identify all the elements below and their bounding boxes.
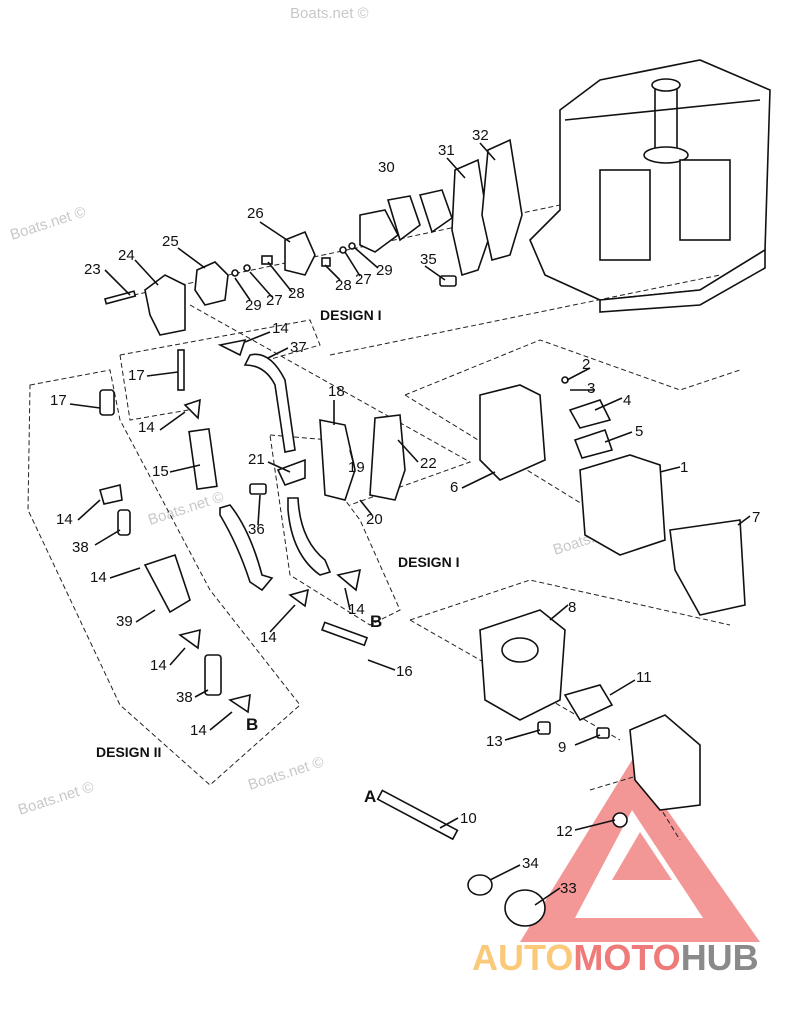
- design-labels: DESIGN I DESIGN I DESIGN II A B B: [96, 307, 459, 806]
- callout-17: 17: [128, 367, 145, 384]
- callout-35: 35: [420, 251, 437, 268]
- callout-9: 9: [558, 739, 566, 756]
- callout-7: 7: [752, 509, 760, 526]
- callout-34: 34: [522, 855, 539, 872]
- callout-21: 21: [248, 451, 265, 468]
- callout-32: 32: [472, 127, 489, 144]
- callout-38: 38: [176, 689, 193, 706]
- watermark: Boats.net ©: [16, 778, 96, 818]
- callout-31: 31: [438, 142, 455, 159]
- watermark: Boats.net ©: [8, 203, 88, 243]
- callout-12: 12: [556, 823, 573, 840]
- callout-1: 1: [680, 459, 688, 476]
- callout-36: 36: [248, 521, 265, 538]
- callout-5: 5: [635, 423, 643, 440]
- callout-38: 38: [72, 539, 89, 556]
- callout-14: 14: [260, 629, 277, 646]
- reference-letter-b: B: [370, 612, 382, 631]
- callout-30: 30: [378, 159, 395, 176]
- logo-text: AUTOMOTOHUB: [472, 937, 759, 978]
- automotohub-logo: [520, 760, 760, 942]
- callout-14: 14: [56, 511, 73, 528]
- callout-10: 10: [460, 810, 477, 827]
- reference-letter-a: A: [364, 787, 376, 806]
- callout-6: 6: [450, 479, 458, 496]
- callout-23: 23: [84, 261, 101, 278]
- callout-28: 28: [335, 277, 352, 294]
- design-ii-label: DESIGN II: [96, 744, 161, 760]
- callout-14: 14: [348, 601, 365, 618]
- parts: [99, 138, 746, 927]
- callout-29: 29: [376, 262, 393, 279]
- callout-17: 17: [50, 392, 67, 409]
- callout-11: 11: [636, 669, 652, 686]
- callout-27: 27: [355, 271, 372, 288]
- callout-14: 14: [138, 419, 155, 436]
- callout-26: 26: [247, 205, 264, 222]
- callout-18: 18: [328, 383, 345, 400]
- callout-19: 19: [348, 459, 365, 476]
- callout-2: 2: [582, 356, 590, 373]
- logo-inner-triangle-icon: [612, 832, 672, 880]
- callout-29: 29: [245, 297, 262, 314]
- leader-lines: [69, 142, 751, 906]
- callout-13: 13: [486, 733, 503, 750]
- callout-14: 14: [272, 320, 289, 337]
- callout-14: 14: [150, 657, 167, 674]
- watermark: Boats.net ©: [246, 753, 326, 793]
- callout-14: 14: [90, 569, 107, 586]
- watermark: Boats.net ©: [146, 488, 226, 528]
- callout-15: 15: [152, 463, 169, 480]
- watermark: Boats.net ©: [290, 5, 369, 22]
- callout-4: 4: [623, 392, 631, 409]
- logo-triangle-icon: [520, 760, 760, 942]
- design-i-label-top: DESIGN I: [320, 307, 381, 323]
- reference-letter-b: B: [246, 715, 258, 734]
- callout-8: 8: [568, 599, 576, 616]
- callout-24: 24: [118, 247, 135, 264]
- callout-37: 37: [290, 339, 307, 356]
- callout-labels: 23 24 25 26 29 27 28 28 27 29 30 31 32 3…: [50, 127, 760, 897]
- callout-20: 20: [366, 511, 383, 528]
- callout-25: 25: [162, 233, 179, 250]
- design-i-label-bottom: DESIGN I: [398, 554, 459, 570]
- callout-33: 33: [560, 880, 577, 897]
- callout-16: 16: [396, 663, 413, 680]
- callout-3: 3: [587, 380, 595, 397]
- callout-39: 39: [116, 613, 133, 630]
- callout-14: 14: [190, 722, 207, 739]
- callout-28: 28: [288, 285, 305, 302]
- callout-27: 27: [266, 292, 283, 309]
- callout-22: 22: [420, 455, 437, 472]
- powerhead-block: [529, 59, 771, 313]
